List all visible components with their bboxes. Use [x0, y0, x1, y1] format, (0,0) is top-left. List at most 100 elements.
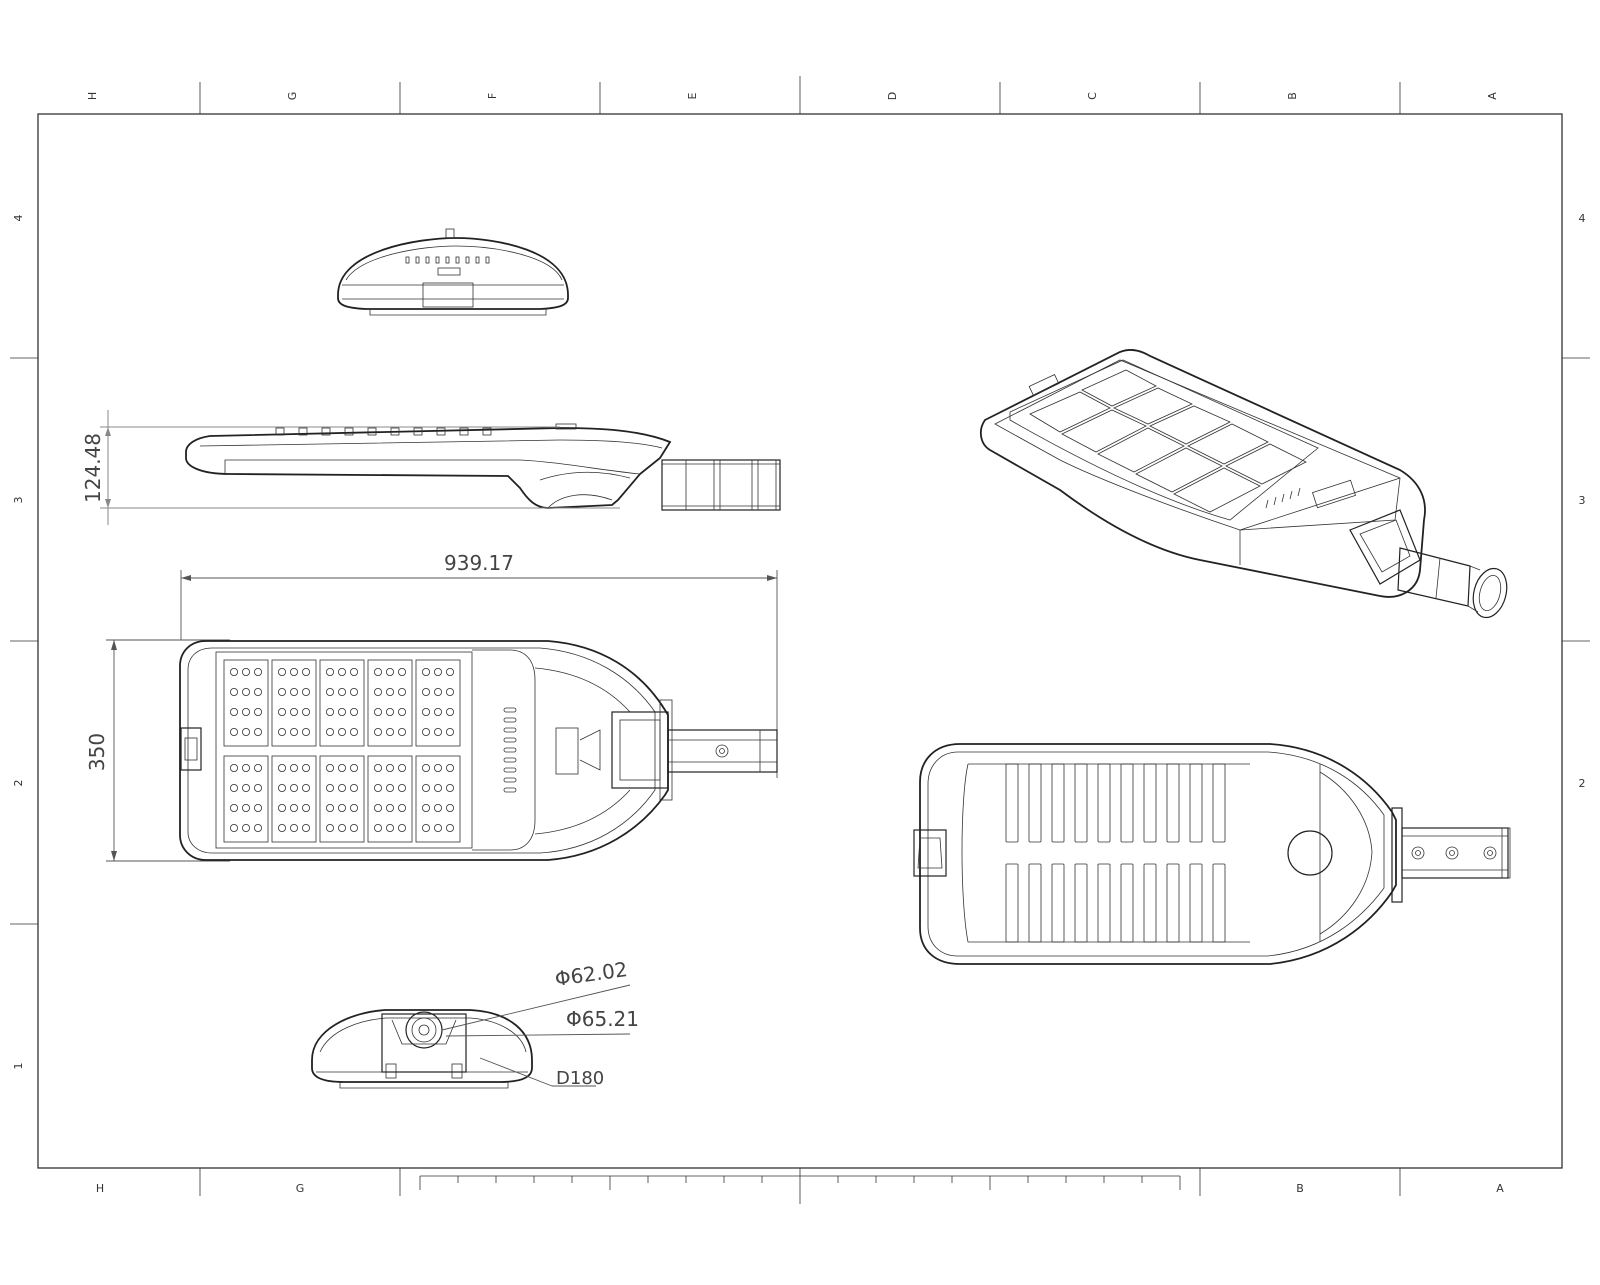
- led-lens: [241, 688, 250, 697]
- led-lens: [421, 708, 430, 717]
- led-lens: [337, 668, 346, 677]
- led-lens: [445, 784, 454, 793]
- led-lens: [421, 668, 430, 677]
- side-zone-ticks: [10, 357, 1590, 925]
- led-lens: [421, 784, 430, 793]
- led-module-lenses: [229, 668, 454, 833]
- housing-view: [913, 743, 1511, 965]
- zone-label-right-2: 2: [1579, 777, 1586, 790]
- led-lens: [433, 764, 442, 773]
- led-lens: [385, 764, 394, 773]
- led-lens: [373, 688, 382, 697]
- led-lens: [289, 784, 298, 793]
- right-zone-labels: 4 3 2: [1579, 212, 1586, 790]
- led-lens: [277, 784, 286, 793]
- led-lens: [397, 784, 406, 793]
- led-lens: [325, 668, 334, 677]
- led-lens: [241, 784, 250, 793]
- led-lens: [385, 668, 394, 677]
- led-lens: [385, 728, 394, 737]
- led-lens: [373, 784, 382, 793]
- led-lens: [349, 728, 358, 737]
- led-lens: [325, 784, 334, 793]
- led-lens: [301, 708, 310, 717]
- zone-label-top-g: G: [286, 92, 299, 101]
- iso-led-grid: [1029, 369, 1307, 513]
- led-lens: [301, 764, 310, 773]
- led-lens: [433, 804, 442, 813]
- led-lens: [277, 824, 286, 833]
- led-lens: [397, 728, 406, 737]
- led-lens: [349, 668, 358, 677]
- led-lens: [445, 668, 454, 677]
- led-lens: [337, 708, 346, 717]
- led-lens: [349, 804, 358, 813]
- end-view: Φ62.02 Φ65.21 D180: [311, 957, 639, 1089]
- led-lens: [277, 708, 286, 717]
- top-view: [179, 640, 778, 861]
- led-lens: [301, 668, 310, 677]
- length-dimension: 939.17: [180, 551, 778, 778]
- zone-label-top-h: H: [86, 92, 99, 100]
- led-lens: [289, 728, 298, 737]
- led-lens: [373, 824, 382, 833]
- zone-label-top-c: C: [1086, 92, 1099, 100]
- side-view: [185, 423, 781, 511]
- led-lens: [229, 688, 238, 697]
- led-lens: [433, 824, 442, 833]
- led-lens: [337, 688, 346, 697]
- led-lens: [433, 728, 442, 737]
- zone-label-bottom-a: A: [1496, 1182, 1504, 1195]
- d180-label: D180: [556, 1068, 604, 1089]
- led-lens: [289, 668, 298, 677]
- led-lens: [241, 824, 250, 833]
- led-lens: [301, 824, 310, 833]
- led-lens: [445, 804, 454, 813]
- led-lens: [241, 728, 250, 737]
- led-lens: [289, 824, 298, 833]
- led-lens: [277, 804, 286, 813]
- zone-label-top-e: E: [686, 92, 699, 99]
- housing-fins-bottom: [1005, 863, 1226, 943]
- led-lens: [277, 764, 286, 773]
- led-lens: [373, 764, 382, 773]
- led-lens: [397, 668, 406, 677]
- led-lens: [289, 804, 298, 813]
- led-lens: [337, 784, 346, 793]
- bottom-zone-ticks: [199, 1168, 1401, 1204]
- led-lens: [445, 764, 454, 773]
- led-lens: [253, 824, 262, 833]
- led-lens: [433, 688, 442, 697]
- led-lens: [337, 764, 346, 773]
- led-lens: [253, 764, 262, 773]
- led-lens: [277, 688, 286, 697]
- led-lens: [277, 728, 286, 737]
- length-dimension-label: 939.17: [444, 551, 514, 575]
- led-lens: [301, 688, 310, 697]
- led-lens: [349, 764, 358, 773]
- led-lens: [397, 688, 406, 697]
- zone-label-bottom-g: G: [296, 1182, 305, 1195]
- led-lens: [229, 784, 238, 793]
- led-lens: [385, 804, 394, 813]
- led-lens: [277, 668, 286, 677]
- front-view: [337, 228, 569, 316]
- zone-label-left-2: 2: [12, 780, 25, 787]
- led-lens: [433, 784, 442, 793]
- led-lens: [421, 728, 430, 737]
- led-lens: [373, 728, 382, 737]
- led-lens: [445, 728, 454, 737]
- led-lens: [229, 668, 238, 677]
- housing-fins-top: [1005, 763, 1226, 843]
- led-lens: [325, 804, 334, 813]
- led-lens: [421, 688, 430, 697]
- led-lens: [421, 824, 430, 833]
- scale-ruler: [419, 1175, 1181, 1190]
- led-lens: [325, 824, 334, 833]
- led-lens: [373, 708, 382, 717]
- led-lens: [433, 668, 442, 677]
- zone-label-top-a: A: [1486, 92, 1499, 100]
- led-lens: [445, 824, 454, 833]
- led-lens: [373, 804, 382, 813]
- led-lens: [433, 708, 442, 717]
